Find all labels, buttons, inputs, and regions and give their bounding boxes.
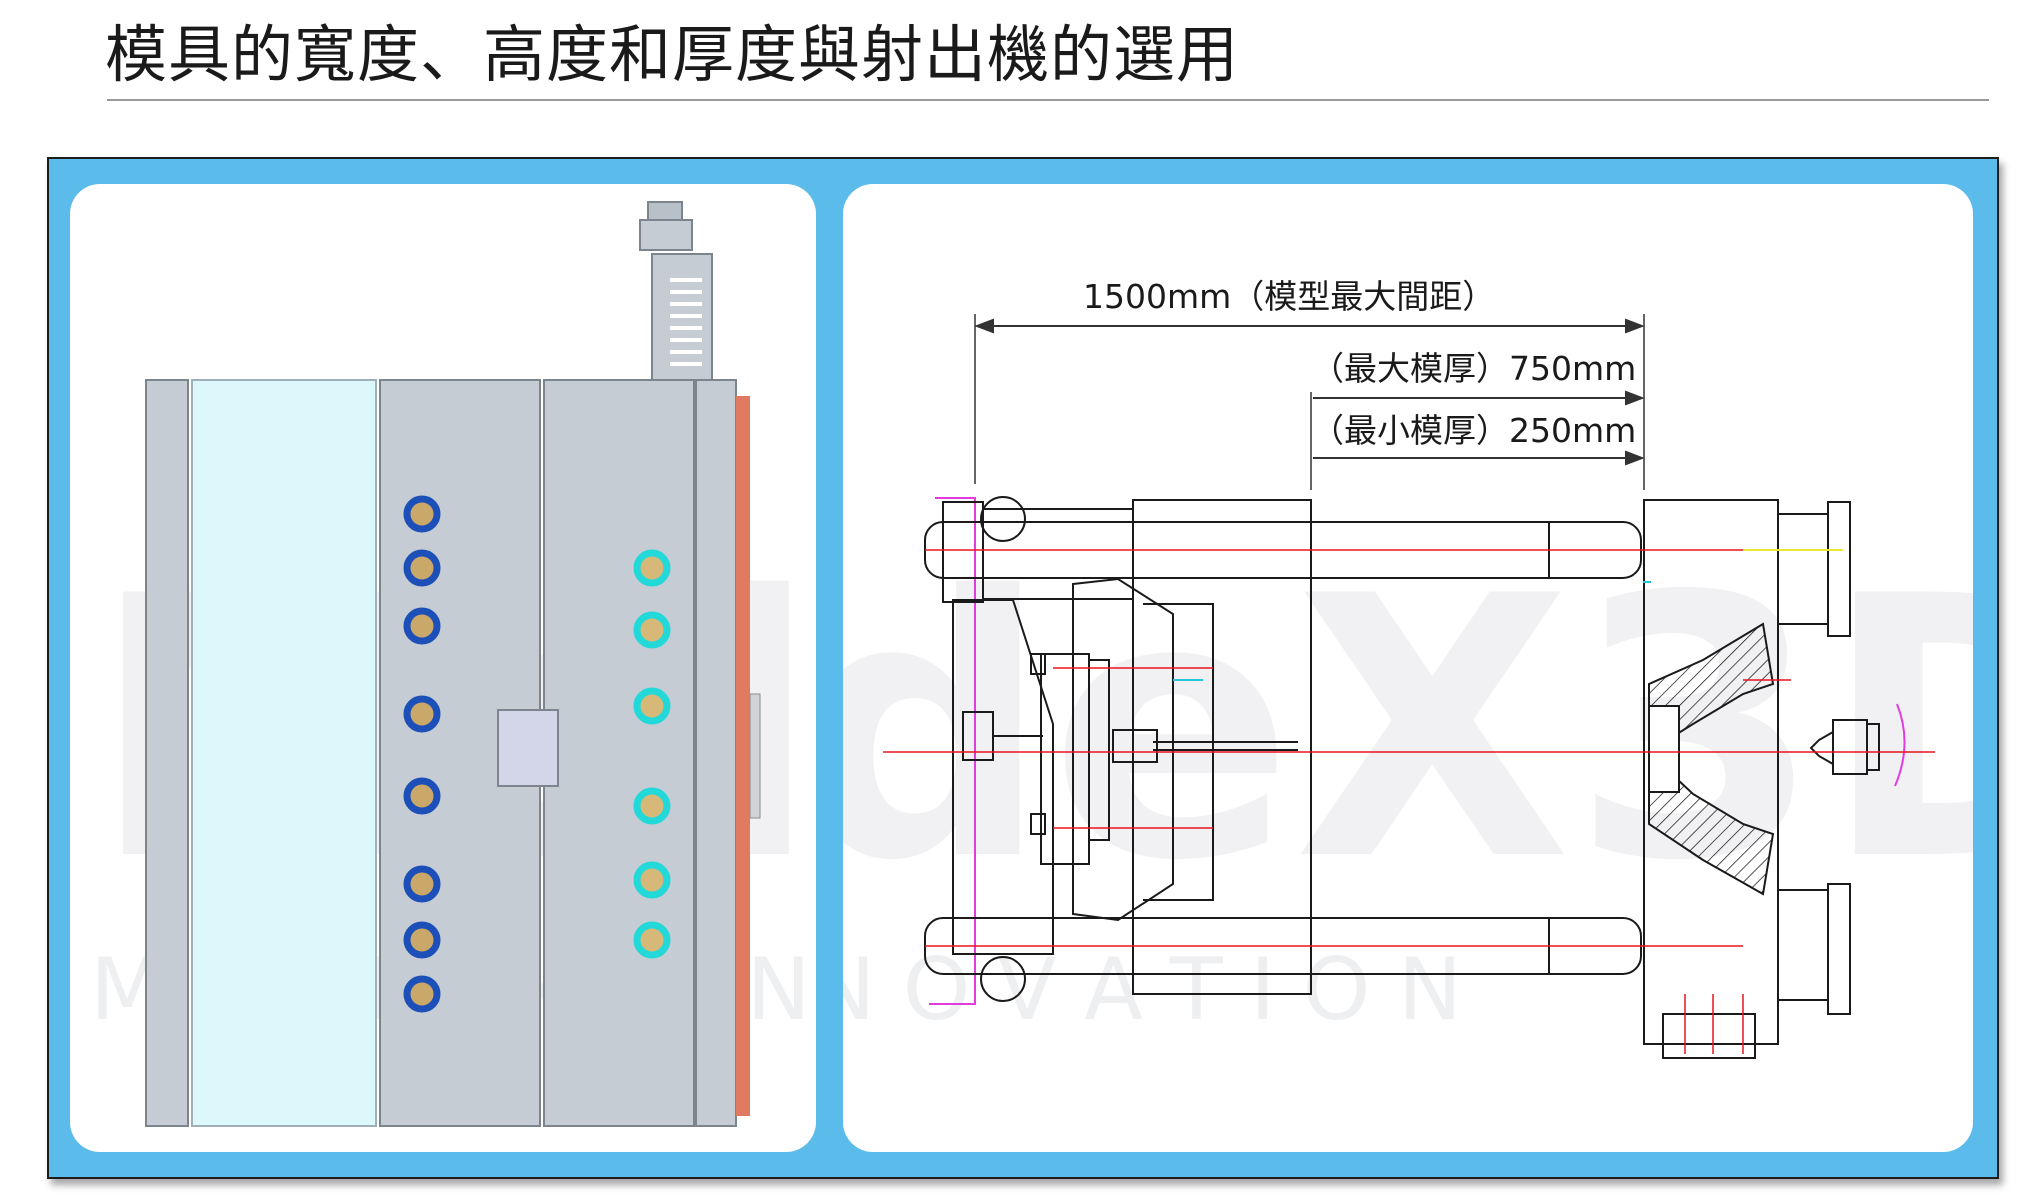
locating-ring — [749, 693, 761, 819]
max-mold-thickness-label: （最大模厚）750mm — [1311, 349, 1636, 388]
watermark-sub-right: M O L D I N G I N N O V A T I O N — [843, 940, 1462, 1040]
cavity-plate — [191, 379, 377, 1127]
cooling-ports-left — [403, 495, 441, 1013]
parting-block — [497, 709, 559, 787]
mold-side-view: MoldeX3D M O L D I N G I N N O V A T I O… — [90, 201, 816, 1127]
cooling-port-icon — [633, 921, 671, 959]
watermark-main-right: MoldeX3D — [843, 520, 1973, 939]
mold-plate-b — [543, 379, 695, 1127]
fixed-platen — [1643, 499, 1779, 1045]
cooling-port-icon — [403, 607, 441, 645]
mold-side-view-panel: MoldeX3D M O L D I N G I N N O V A T I O… — [70, 184, 816, 1152]
cooling-port-icon — [633, 787, 671, 825]
sprue-bushing — [1648, 622, 1775, 896]
pink-guide — [929, 497, 976, 1005]
moving-platen — [1132, 499, 1312, 995]
min-mold-thickness-label: （最小模厚）250mm — [1311, 411, 1636, 450]
back-plate — [695, 379, 737, 1127]
extension-lines — [974, 314, 1645, 490]
cooling-port-icon — [403, 777, 441, 815]
centerlines — [883, 549, 1935, 1054]
cooling-port-icon — [633, 687, 671, 725]
cooling-port-icon — [403, 921, 441, 959]
cooling-port-icon — [633, 549, 671, 587]
cooling-ports-right — [633, 549, 671, 959]
cooling-port-icon — [403, 975, 441, 1013]
page-title: 模具的寬度、高度和厚度與射出機的選用 — [105, 18, 1240, 91]
dimension-arrows — [974, 318, 1645, 466]
cyan-marks — [1173, 581, 1651, 681]
title-divider — [107, 99, 1989, 101]
clamp-plate — [145, 379, 189, 1127]
cooling-port-icon — [403, 695, 441, 733]
cooling-port-icon — [403, 549, 441, 587]
cooling-port-icon — [633, 861, 671, 899]
cooling-port-icon — [403, 865, 441, 903]
machine-drawing-panel: MoldeX3D M O L D I N G I N N O V A T I O… — [843, 184, 1973, 1152]
cooling-port-icon — [633, 611, 671, 649]
machine-clamp-drawing: MoldeX3D M O L D I N G I N N O V A T I O… — [843, 277, 1973, 1059]
heater-band — [736, 396, 750, 1116]
max-daylight-label: 1500mm（模型最大間距） — [1083, 277, 1495, 316]
cooling-port-icon — [403, 495, 441, 533]
